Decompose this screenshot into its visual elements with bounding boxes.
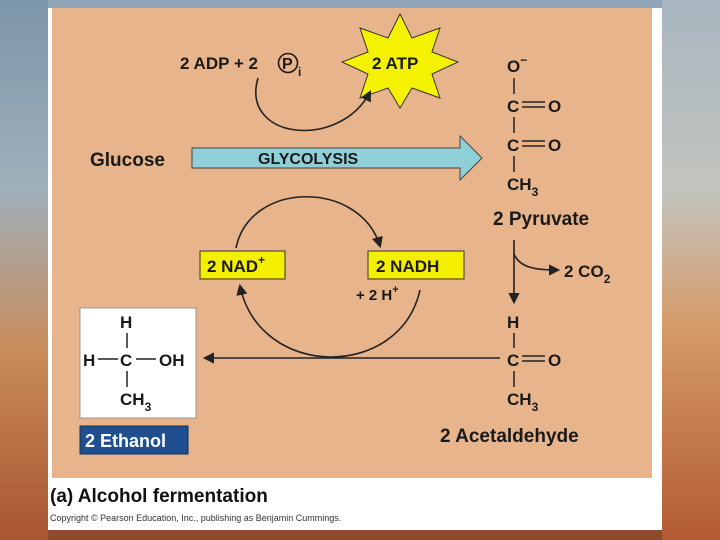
svg-text:CH3: CH3 (120, 390, 152, 414)
pyruvate-ch3: CH (507, 175, 532, 194)
ethanol-c: C (120, 351, 132, 370)
nad-plus-label: 2 NAD (207, 257, 258, 276)
svg-text:+ 2 H+: + 2 H+ (356, 284, 399, 304)
phosphate-circle-icon (277, 52, 299, 74)
atp-cycle-arrow (255, 77, 372, 132)
ethanol-name: 2 Ethanol (85, 431, 166, 451)
nadh-label: 2 NADH (376, 257, 439, 276)
atp-in-label: 2 ADP + 2 (180, 54, 258, 73)
ethanol-h-top: H (120, 313, 132, 332)
ethanol-ch3-sub: 3 (145, 400, 152, 414)
co2-label: 2 CO (564, 262, 604, 281)
pyruvate-c1-oxygen: O (548, 97, 561, 116)
glycolysis-arrow (191, 134, 483, 182)
acetaldehyde-o: O (548, 351, 561, 370)
co2-sub: 2 (604, 272, 611, 286)
ethanol-name-box (79, 425, 189, 455)
phosphate-symbol: P (282, 56, 293, 73)
acetaldehyde-c: C (507, 351, 519, 370)
proton-sup: + (392, 284, 398, 296)
pyruvate-c2-oxygen: O (548, 136, 561, 155)
acetaldehyde-name: 2 Acetaldehyde (440, 426, 579, 447)
slide-background-left (0, 0, 48, 540)
ethanol-h-left: H (83, 351, 95, 370)
nadh-box (367, 250, 465, 280)
nad-plus-box (199, 250, 286, 280)
pyruvate-c2: C (507, 136, 519, 155)
nadh-oxidation-arrow (236, 283, 421, 358)
figure-caption: (a) Alcohol fermentation (50, 486, 268, 507)
svg-text:CH3: CH3 (507, 390, 539, 414)
pyruvate-o-minus-sup: − (520, 53, 527, 67)
acetaldehyde-h: H (507, 313, 519, 332)
svg-text:2 CO2: 2 CO2 (564, 262, 611, 286)
co2-release-arrow (513, 253, 561, 276)
pyruvate-ch3-sub: 3 (532, 185, 539, 199)
acetaldehyde-ch3-sub: 3 (532, 400, 539, 414)
pyruvate-o-minus: O (507, 57, 520, 76)
glucose-label: Glucose (90, 150, 165, 171)
ethanol-ch3: CH (120, 390, 145, 409)
glycolysis-label: GLYCOLYSIS (258, 151, 359, 168)
slide-background-right (662, 0, 720, 540)
ethanol-oh: OH (159, 351, 185, 370)
svg-text:2 ADP + 2: 2 ADP + 2 (180, 54, 258, 73)
proton-label: + 2 H (356, 287, 392, 304)
atp-out-label: 2 ATP (372, 54, 418, 73)
svg-text:O−: O− (507, 53, 527, 76)
pyruvate-c1: C (507, 97, 519, 116)
acetaldehyde-ch3: CH (507, 390, 532, 409)
svg-text:CH3: CH3 (507, 175, 539, 199)
svg-text:2 NAD+: 2 NAD+ (207, 253, 265, 276)
ethanol-structure-box (79, 307, 197, 419)
nad-plus-sup: + (258, 253, 265, 267)
copyright-notice: Copyright © Pearson Education, Inc., pub… (50, 513, 342, 523)
nad-reduction-arrow (235, 195, 383, 249)
atp-starburst-icon (340, 12, 460, 109)
phosphate-subscript: i (298, 65, 301, 79)
pyruvate-name: 2 Pyruvate (493, 209, 589, 230)
